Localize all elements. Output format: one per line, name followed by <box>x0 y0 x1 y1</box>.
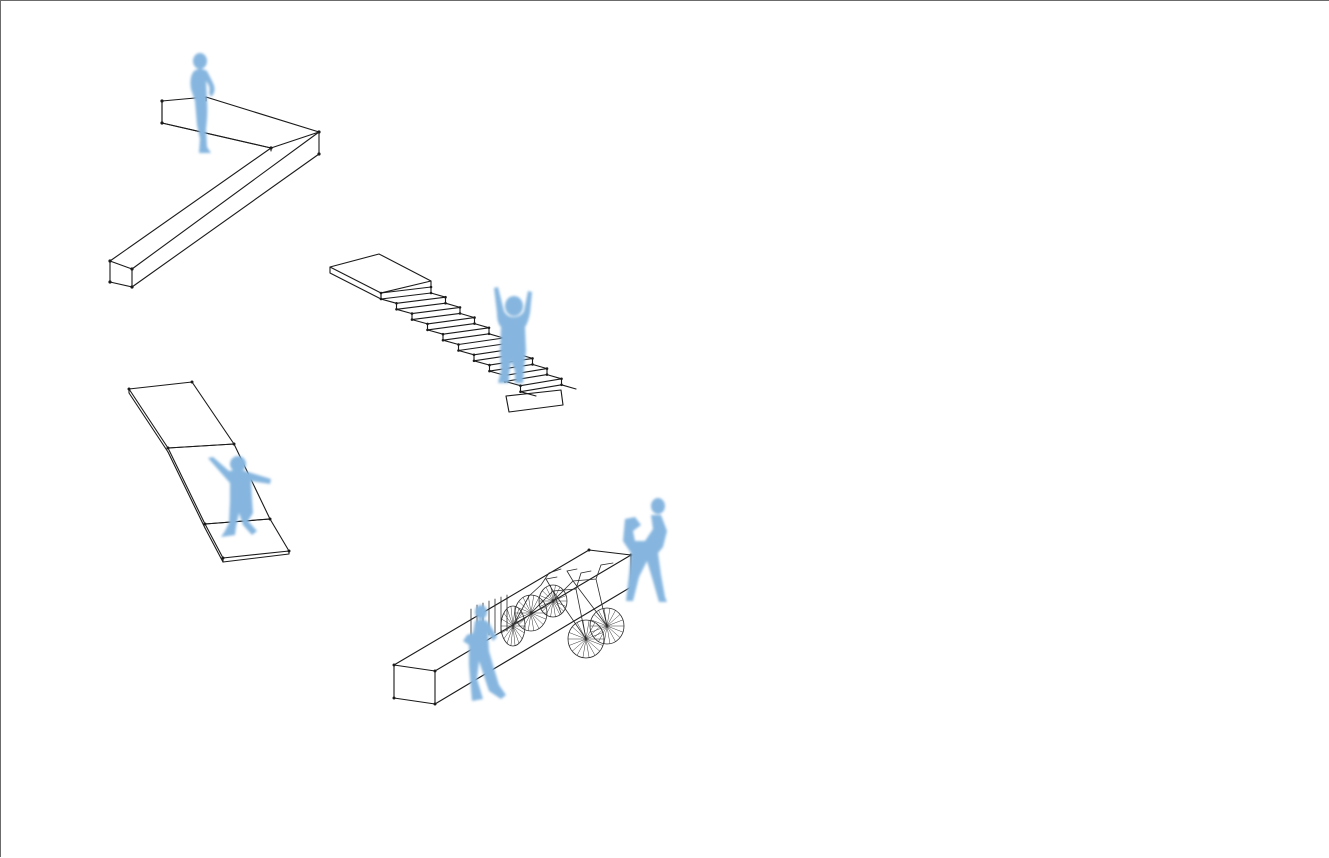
stair-vertex <box>519 390 522 393</box>
child-arms-raised-figure <box>494 287 532 383</box>
stair-vertex <box>473 316 476 319</box>
child-balancing-figure <box>208 456 271 537</box>
walking-person-figure <box>463 605 506 701</box>
stair-vertex <box>473 354 476 357</box>
stair-vertex <box>546 367 549 370</box>
stair-vertex <box>473 360 476 363</box>
stair-vertex <box>459 306 462 309</box>
stair-vertex <box>488 333 491 336</box>
stair-vertex <box>560 378 563 381</box>
stair-vertex <box>459 312 462 315</box>
bicycle-spoke <box>513 626 524 633</box>
stair-vertex <box>488 327 491 330</box>
stair-vertex <box>411 318 414 321</box>
stair-vertex <box>444 302 447 305</box>
stair-vertex <box>442 339 445 342</box>
ramp <box>128 381 291 563</box>
stair-vertex <box>442 333 445 336</box>
bicycle-spoke <box>586 627 600 639</box>
stair-vertex <box>411 312 414 315</box>
stair-vertex <box>519 384 522 387</box>
stair-vertex <box>531 357 534 360</box>
stretching-person-figure <box>623 498 667 602</box>
staircase <box>330 254 576 412</box>
standing-person-figure <box>190 53 214 153</box>
bicycle-spoke <box>569 639 586 645</box>
bicycles-drawing <box>471 563 624 658</box>
bicycle-spoke <box>591 626 607 632</box>
bicycle-spoke <box>572 639 586 651</box>
stair-vertex <box>426 329 429 332</box>
bicycle-spoke <box>607 626 620 638</box>
stair-vertex <box>488 370 491 373</box>
stair-vertex <box>395 308 398 311</box>
bicycle-spoke <box>531 613 543 625</box>
stair-vertex <box>444 296 447 299</box>
stair-bottom-step <box>506 390 563 412</box>
stair-vertex <box>380 298 383 301</box>
bicycle-spoke <box>607 620 623 626</box>
bicycle-spoke <box>531 613 546 619</box>
stair-vertex <box>380 292 383 295</box>
stair-vertex <box>488 364 491 367</box>
stair-vertex <box>395 302 398 305</box>
stair-vertex <box>430 286 433 289</box>
stair-vertex <box>546 373 549 376</box>
stair-vertex <box>560 384 563 387</box>
bicycle-spoke <box>553 601 564 611</box>
long-bench-bikes <box>393 498 668 706</box>
bicycle-spoke <box>607 614 620 626</box>
stair-vertex <box>457 343 460 346</box>
stair-vertex <box>430 292 433 295</box>
stair-vertex <box>531 363 534 366</box>
bench-corner <box>108 53 320 289</box>
stair-vertex <box>473 322 476 325</box>
stair-vertex <box>457 349 460 352</box>
bicycle-spoke <box>553 601 566 606</box>
stair-vertex <box>426 323 429 326</box>
bicycle-spoke <box>607 626 623 632</box>
